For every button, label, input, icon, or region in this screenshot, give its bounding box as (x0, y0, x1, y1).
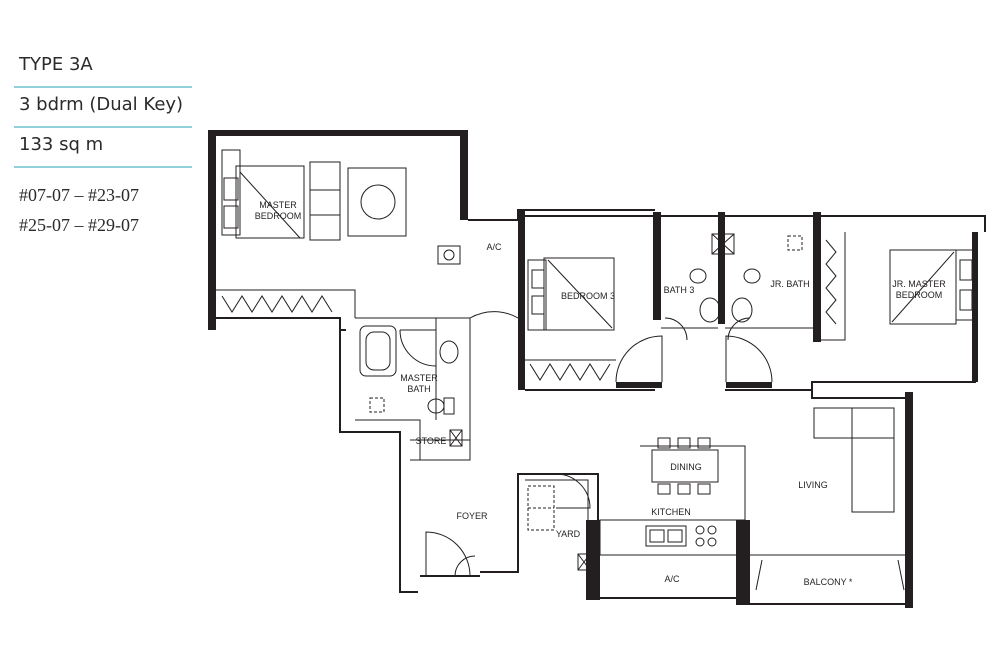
unit-area: 133 sq m (14, 128, 192, 168)
unit-bedrooms: 3 bdrm (Dual Key) (14, 88, 192, 128)
jr-master-bedroom-furniture (825, 239, 975, 325)
label-balcony: BALCONY * (804, 577, 853, 587)
label-yard: YARD (556, 529, 581, 539)
label-master-bedroom-2: BEDROOM (255, 211, 302, 221)
unit-type: TYPE 3A (14, 48, 192, 88)
label-living: LIVING (798, 480, 828, 490)
bedroom-3-furniture (527, 257, 615, 381)
label-bath-3: BATH 3 (664, 285, 695, 295)
dining-furniture (651, 437, 719, 495)
label-ac-bottom: A/C (664, 574, 680, 584)
room-labels: MASTER BEDROOM A/C BEDROOM 3 BATH 3 JR. … (255, 200, 947, 587)
label-master-bath-2: BATH (407, 384, 430, 394)
label-dining: DINING (670, 462, 702, 472)
doors (399, 311, 773, 577)
label-foyer: FOYER (456, 511, 488, 521)
kitchen-yard-fixtures (527, 485, 905, 591)
unit-info-panel: TYPE 3A 3 bdrm (Dual Key) 133 sq m #07-0… (14, 48, 192, 240)
label-master-bath-1: MASTER (400, 373, 438, 383)
unit-range-1: #07-07 – #23-07 (19, 185, 139, 205)
exterior-walls (208, 130, 986, 608)
unit-numbers: #07-07 – #23-07 #25-07 – #29-07 (14, 180, 192, 240)
label-jr-master-bedroom-1: JR. MASTER (892, 279, 946, 289)
label-jr-master-bedroom-2: BEDROOM (896, 290, 943, 300)
bath-fixtures (689, 233, 803, 323)
living-sofa (813, 407, 895, 513)
master-bedroom-furniture (221, 149, 461, 313)
label-jr-bath: JR. BATH (770, 279, 809, 289)
label-store: STORE (416, 436, 447, 446)
label-kitchen: KITCHEN (651, 507, 691, 517)
label-ac-top: A/C (486, 242, 502, 252)
unit-range-2: #25-07 – #29-07 (19, 215, 139, 235)
label-master-bedroom-1: MASTER (259, 200, 297, 210)
master-bath-fixtures (359, 325, 463, 447)
label-bedroom-3: BEDROOM 3 (561, 291, 615, 301)
